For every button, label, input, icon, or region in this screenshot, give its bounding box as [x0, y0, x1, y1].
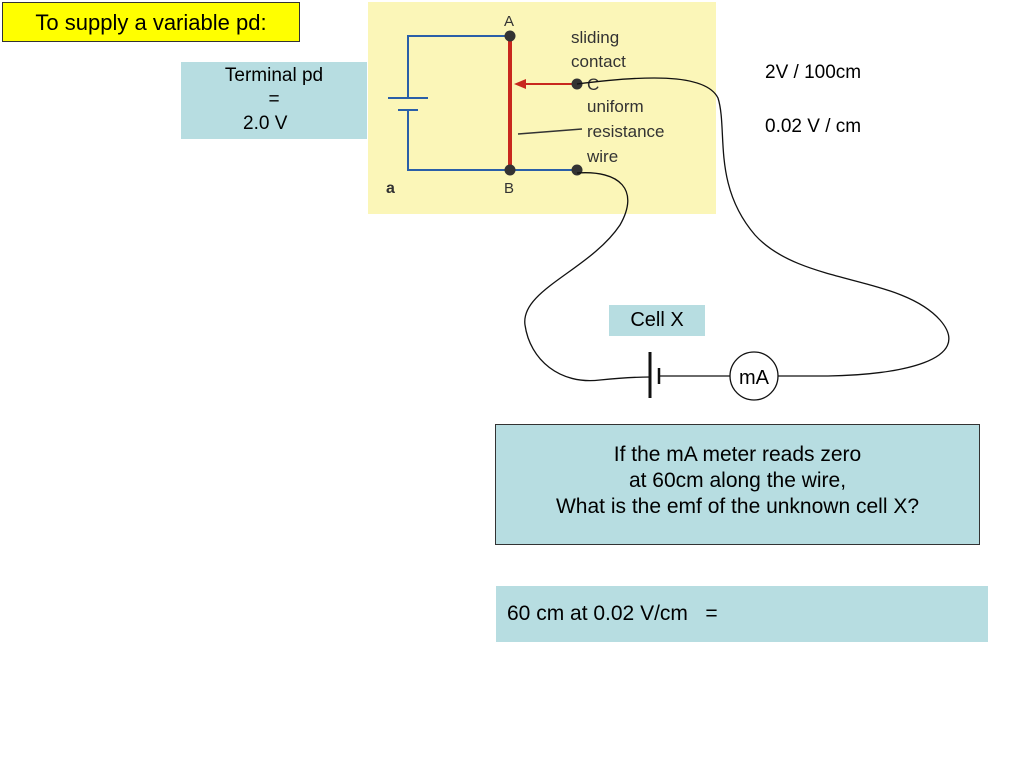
- label-sliding: sliding: [571, 28, 619, 47]
- terminal-wire-end: [571, 164, 583, 176]
- figure-letter: a: [386, 180, 395, 197]
- label-b: B: [504, 180, 514, 197]
- wire-label-pointer: [517, 128, 583, 135]
- terminal-pd-box: Terminal pd = 2.0 V: [181, 62, 367, 139]
- question-box: If the mA meter reads zero at 60cm along…: [495, 424, 980, 545]
- circuit-top-wire: [407, 35, 510, 98]
- label-contact: contact: [571, 52, 626, 71]
- label-a: A: [504, 13, 514, 30]
- question-line-1: If the mA meter reads zero: [613, 443, 862, 466]
- terminal-pd-value: 2.0 V: [243, 113, 288, 134]
- connecting-wire-from-b: [524, 172, 651, 382]
- circuit-bottom-wire: [407, 110, 510, 171]
- figure-background: [368, 2, 716, 214]
- terminal-pd-equals: =: [268, 89, 280, 110]
- terminal-pd-label: Terminal pd: [224, 65, 324, 86]
- label-c: C: [587, 75, 599, 94]
- sliding-contact-arrowhead: [514, 79, 526, 89]
- ratio-note: 2V / 100cm: [765, 62, 862, 83]
- per-cm-note: 0.02 V / cm: [765, 116, 862, 137]
- answer-box: 60 cm at 0.02 V/cm =: [496, 586, 988, 642]
- label-resistance: resistance: [587, 122, 664, 141]
- terminal-b: [504, 164, 516, 176]
- label-wire: wire: [586, 147, 618, 166]
- cell-x-label: Cell X: [609, 305, 705, 336]
- slide-title: To supply a variable pd:: [2, 2, 300, 42]
- label-uniform: uniform: [587, 97, 644, 116]
- driver-circuit: [407, 35, 577, 171]
- question-line-2: at 60cm along the wire,: [628, 469, 847, 492]
- question-line-3: What is the emf of the unknown cell X?: [555, 495, 920, 518]
- milliammeter-label: mA: [739, 367, 770, 389]
- terminal-a: [504, 30, 516, 42]
- connecting-wire-from-c: [576, 77, 950, 377]
